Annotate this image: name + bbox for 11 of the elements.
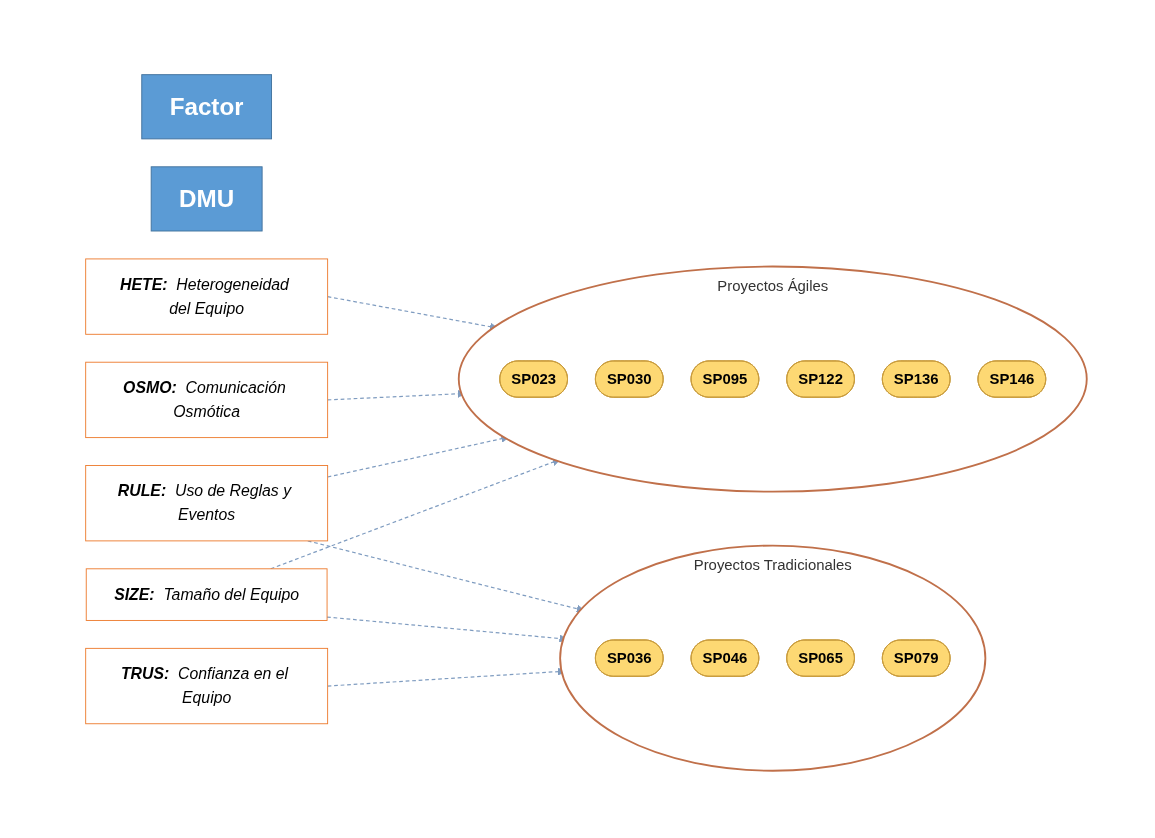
cluster	[559, 545, 987, 773]
node-label: Proyectos Tradicionales	[693, 557, 852, 574]
node-box: OSMO: Comunicación Osmótica	[85, 362, 329, 439]
node-box: HETE: Heterogeneidad del Equipo	[85, 258, 329, 336]
node-box: DMU	[150, 166, 263, 232]
node-box: SIZE: Tamaño del Equipo	[85, 568, 328, 622]
node-box: Factor	[141, 74, 273, 140]
node-box: RULE: Uso de Reglas y Eventos	[85, 465, 329, 542]
node-label: Proyectos Ágiles	[717, 278, 829, 294]
cluster	[458, 266, 1088, 494]
node-box: TRUS: Confianza en el Equipo	[85, 648, 329, 725]
